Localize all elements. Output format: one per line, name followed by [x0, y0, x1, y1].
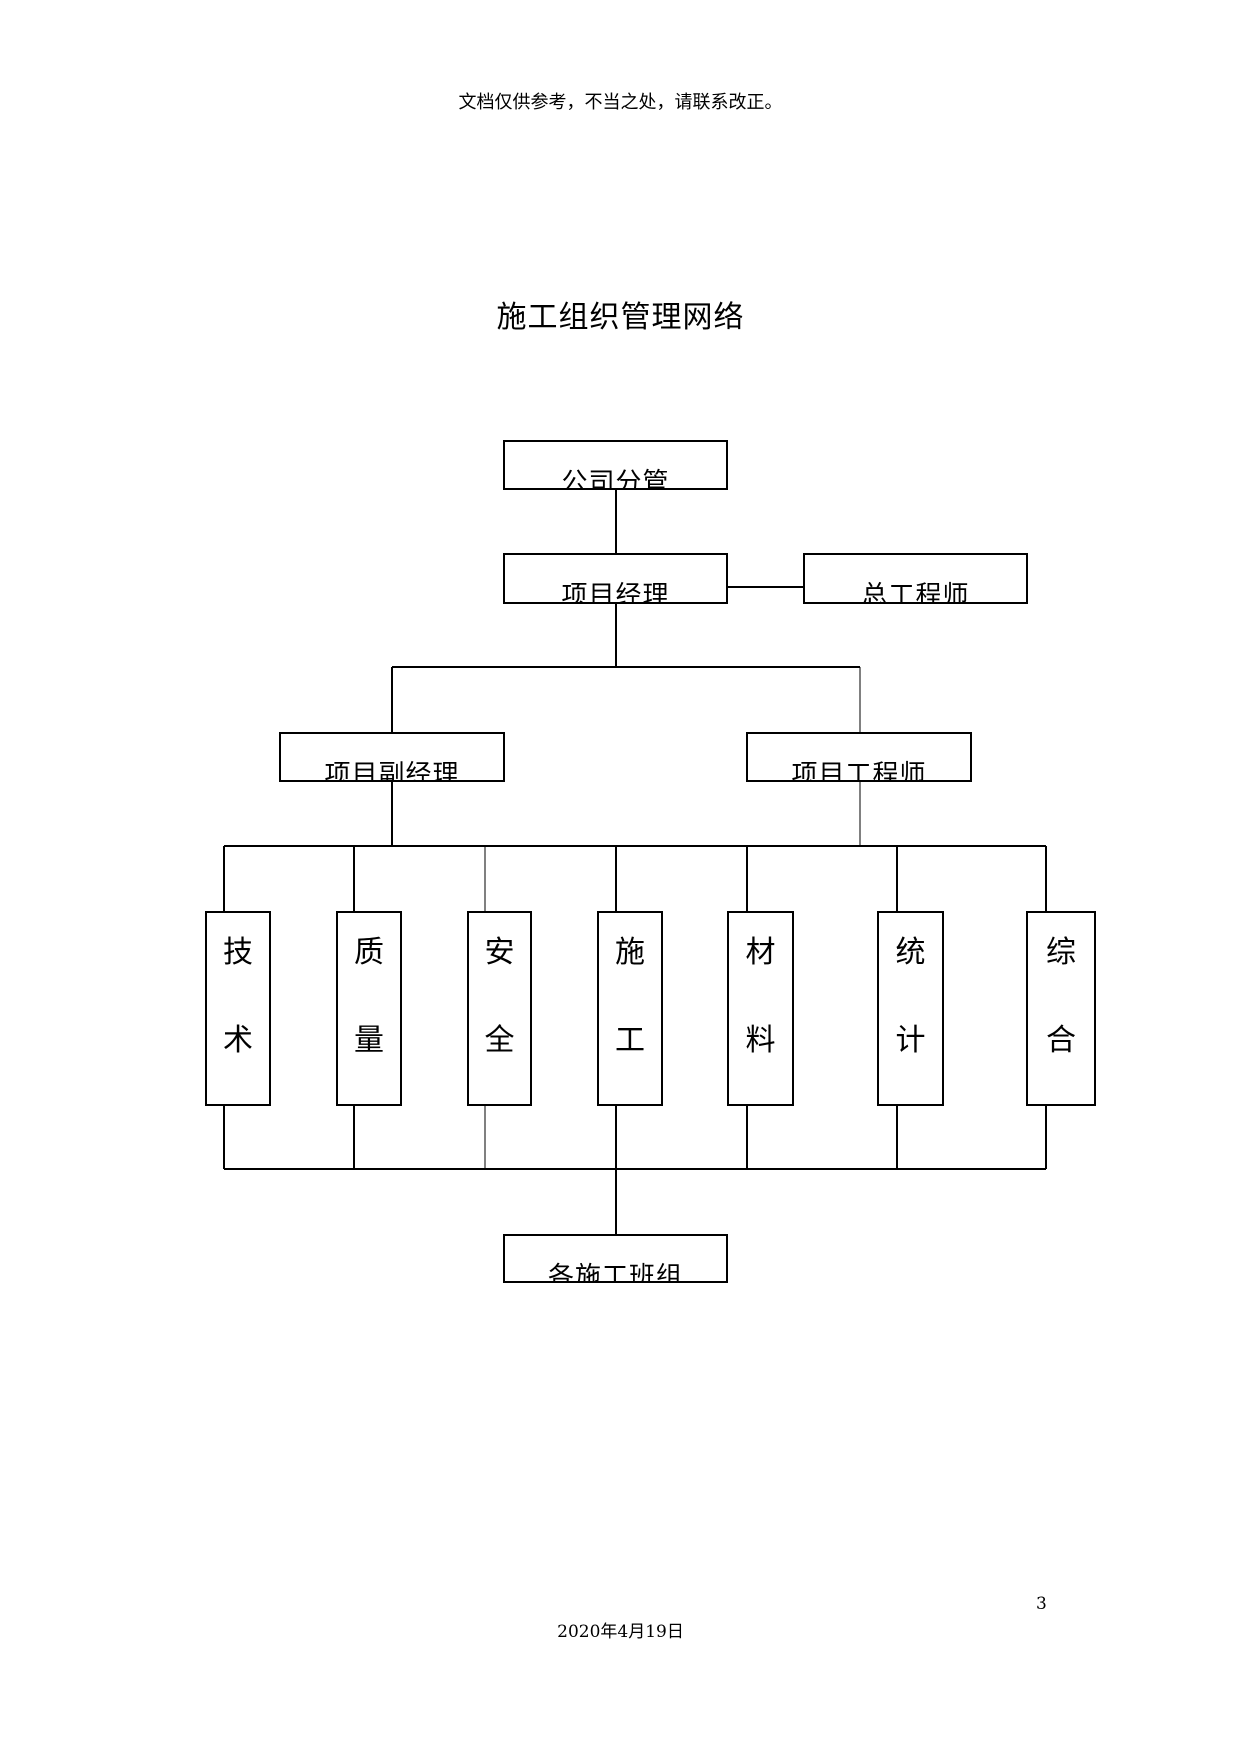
dept-general-char-1: 综 — [1046, 935, 1076, 970]
dept-box-materials: 材 料 — [727, 911, 794, 1106]
footer-date: 2020年4月19日 — [557, 1622, 684, 1642]
box-work-teams: 各施工班组 — [503, 1234, 728, 1283]
box-project-manager-label: 项目经理 — [561, 581, 670, 604]
box-work-teams-label: 各施工班组 — [547, 1262, 683, 1283]
dept-materials-char-2: 料 — [745, 1023, 776, 1058]
dept-general-char-2: 合 — [1046, 1023, 1076, 1058]
dept-safety-char-1: 安 — [484, 935, 515, 970]
box-chief-engineer: 总工程师 — [803, 553, 1028, 604]
box-project-engineer: 项目工程师 — [746, 732, 972, 782]
box-company-management: 公司分管 — [503, 440, 728, 490]
dept-materials-char-1: 材 — [745, 935, 776, 970]
box-project-engineer-label: 项目工程师 — [791, 760, 927, 782]
dept-quality-char-2: 量 — [354, 1023, 384, 1058]
dept-box-safety: 安 全 — [467, 911, 532, 1106]
dept-statistics-char-1: 统 — [895, 935, 926, 970]
dept-quality-char-1: 质 — [354, 935, 384, 970]
dept-safety-char-2: 全 — [484, 1023, 515, 1058]
dept-box-quality: 质 量 — [336, 911, 402, 1106]
page-title: 施工组织管理网络 — [496, 300, 745, 335]
dept-construction-char-2: 工 — [615, 1023, 645, 1058]
dept-construction-char-1: 施 — [615, 935, 645, 970]
page-number: 3 — [1036, 1594, 1047, 1614]
dept-box-statistics: 统 计 — [877, 911, 944, 1106]
box-project-manager: 项目经理 — [503, 553, 728, 604]
box-deputy-manager-label: 项目副经理 — [324, 760, 460, 782]
box-chief-engineer-label: 总工程师 — [861, 581, 970, 604]
header-disclaimer: 文档仅供参考，不当之处，请联系改正。 — [458, 92, 783, 113]
box-company-management-label: 公司分管 — [561, 468, 670, 490]
dept-box-construction: 施 工 — [597, 911, 663, 1106]
dept-tech-char-2: 术 — [223, 1023, 253, 1058]
dept-box-tech: 技 术 — [205, 911, 271, 1106]
box-deputy-manager: 项目副经理 — [279, 732, 505, 782]
dept-statistics-char-2: 计 — [895, 1023, 926, 1058]
dept-tech-char-1: 技 — [223, 935, 253, 970]
dept-box-general: 综 合 — [1026, 911, 1096, 1106]
